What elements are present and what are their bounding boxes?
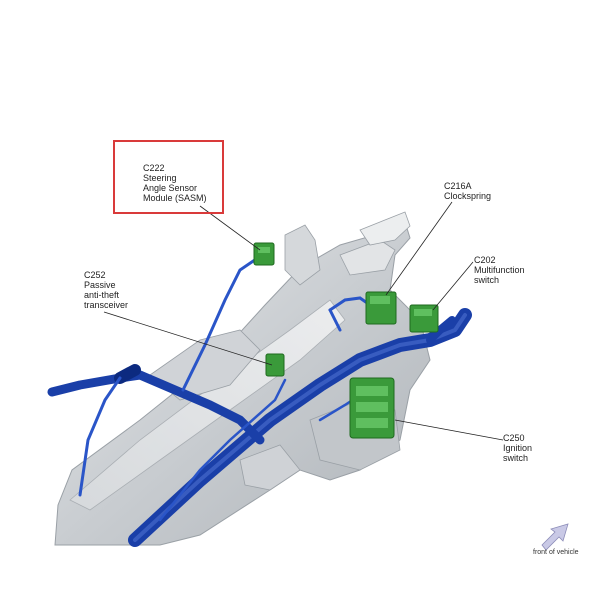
callout-c216a-line1: Clockspring xyxy=(444,191,492,201)
callout-c222: C222 Steering Angle Sensor Module (SASM) xyxy=(143,163,207,203)
leader-lines xyxy=(103,201,504,441)
callout-c250-line1: Ignition xyxy=(503,443,533,453)
callout-c222-line3: Module (SASM) xyxy=(143,193,207,203)
callout-c252-line2: anti-theft xyxy=(84,290,120,300)
callout-c202-line2: switch xyxy=(474,275,500,285)
connector-c250 xyxy=(349,377,395,439)
callout-c252: C252 Passive anti-theft transceiver xyxy=(84,270,128,310)
callout-c250-code: C250 xyxy=(503,433,525,443)
callout-c216a: C216A Clockspring xyxy=(444,181,491,201)
callout-c202-line1: Multifunction xyxy=(474,265,525,275)
callout-c252-code: C252 xyxy=(84,270,106,280)
callout-c250: C250 Ignition switch xyxy=(503,433,532,463)
connector-c216a xyxy=(365,291,397,325)
callout-c252-line1: Passive xyxy=(84,280,116,290)
callout-c202: C202 Multifunction switch xyxy=(474,255,525,285)
connector-c222 xyxy=(253,242,275,266)
highlight-box xyxy=(113,140,224,214)
callout-c202-code: C202 xyxy=(474,255,496,265)
callout-c216a-code: C216A xyxy=(444,181,472,191)
callout-c222-line1: Steering xyxy=(143,173,177,183)
front-of-vehicle-arrow-icon xyxy=(541,523,569,551)
callout-c250-line2: switch xyxy=(503,453,529,463)
callout-c252-line3: transceiver xyxy=(84,300,129,310)
connector-c202 xyxy=(409,304,439,333)
callout-c222-line2: Angle Sensor xyxy=(143,183,198,193)
front-of-vehicle-label: front of vehicle xyxy=(533,549,579,556)
connector-c252 xyxy=(265,353,285,377)
callout-c222-code: C222 xyxy=(143,163,165,173)
